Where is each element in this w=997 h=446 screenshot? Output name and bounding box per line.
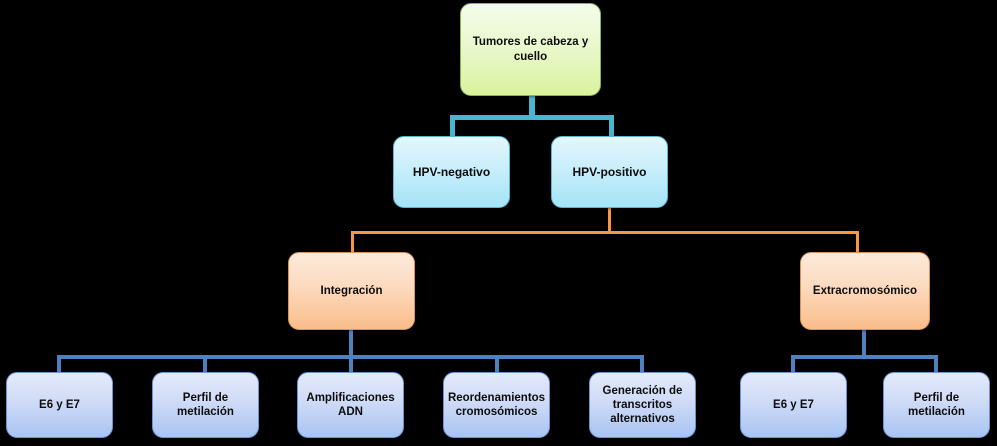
- connector-to-extracromosomico: [856, 231, 859, 253]
- connector-leaf-5: [640, 355, 644, 373]
- node-leaf-perfil-metilacion-extracromosomico[interactable]: Perfil de metilación: [883, 372, 990, 438]
- node-leaf-label: E6 y E7: [773, 398, 814, 411]
- node-leaf-e6-y-e7-integracion[interactable]: E6 y E7: [6, 372, 113, 438]
- node-extracromosomico[interactable]: Extracromosómico: [800, 252, 930, 330]
- node-integracion[interactable]: Integración: [288, 252, 415, 330]
- connector-to-integracion: [351, 231, 354, 253]
- connector-leaf-2: [203, 355, 207, 373]
- connector-extracromosomico-crossbar: [791, 355, 938, 359]
- connector-level2-crossbar: [450, 115, 614, 120]
- node-root-tumores-cabeza-cuello[interactable]: Tumores de cabeza y cuello: [460, 3, 601, 96]
- node-leaf-reordenamientos-cromosomicos[interactable]: Reordenamientos cromosómicos: [443, 372, 550, 438]
- connector-extracromosomico-stem: [862, 329, 866, 357]
- node-leaf-label: Perfil de metilación: [177, 391, 234, 418]
- node-hpv-negativo[interactable]: HPV-negativo: [393, 136, 510, 208]
- node-leaf-perfil-metilacion-integracion[interactable]: Perfil de metilación: [152, 372, 259, 438]
- node-leaf-e6-y-e7-extracromosomico[interactable]: E6 y E7: [740, 372, 847, 438]
- connector-leaf-7: [934, 355, 938, 373]
- node-leaf-label: E6 y E7: [39, 398, 80, 411]
- node-leaf-label: Perfil de metilación: [908, 391, 965, 418]
- node-leaf-label: Generación de transcritos alternativos: [602, 384, 683, 425]
- connector-to-hpv-negativo: [450, 115, 455, 138]
- node-leaf-label: Reordenamientos cromosómicos: [447, 391, 546, 418]
- connector-level3-crossbar: [351, 231, 859, 234]
- node-extracromosomico-label: Extracromosómico: [812, 284, 918, 297]
- node-hpv-positivo-label: HPV-positivo: [572, 164, 647, 179]
- connector-leaf-3: [349, 355, 353, 373]
- connector-hpv-positivo-stem: [608, 207, 611, 233]
- node-leaf-label: Amplificaciones ADN: [306, 391, 395, 418]
- connector-leaf-6: [791, 355, 795, 373]
- node-hpv-positivo[interactable]: HPV-positivo: [551, 136, 668, 208]
- node-root-label: Tumores de cabeza y cuello: [472, 36, 589, 63]
- node-integracion-label: Integración: [320, 284, 383, 297]
- connector-leaf-4: [495, 355, 499, 373]
- connector-to-hpv-positivo: [609, 115, 614, 138]
- connector-integracion-stem: [349, 329, 353, 357]
- node-leaf-generacion-transcritos-alternativos[interactable]: Generación de transcritos alternativos: [589, 372, 696, 438]
- connector-root-stem: [529, 94, 535, 119]
- node-leaf-amplificaciones-adn[interactable]: Amplificaciones ADN: [297, 372, 404, 438]
- connector-leaf-1: [57, 355, 61, 373]
- node-hpv-negativo-label: HPV-negativo: [412, 164, 491, 179]
